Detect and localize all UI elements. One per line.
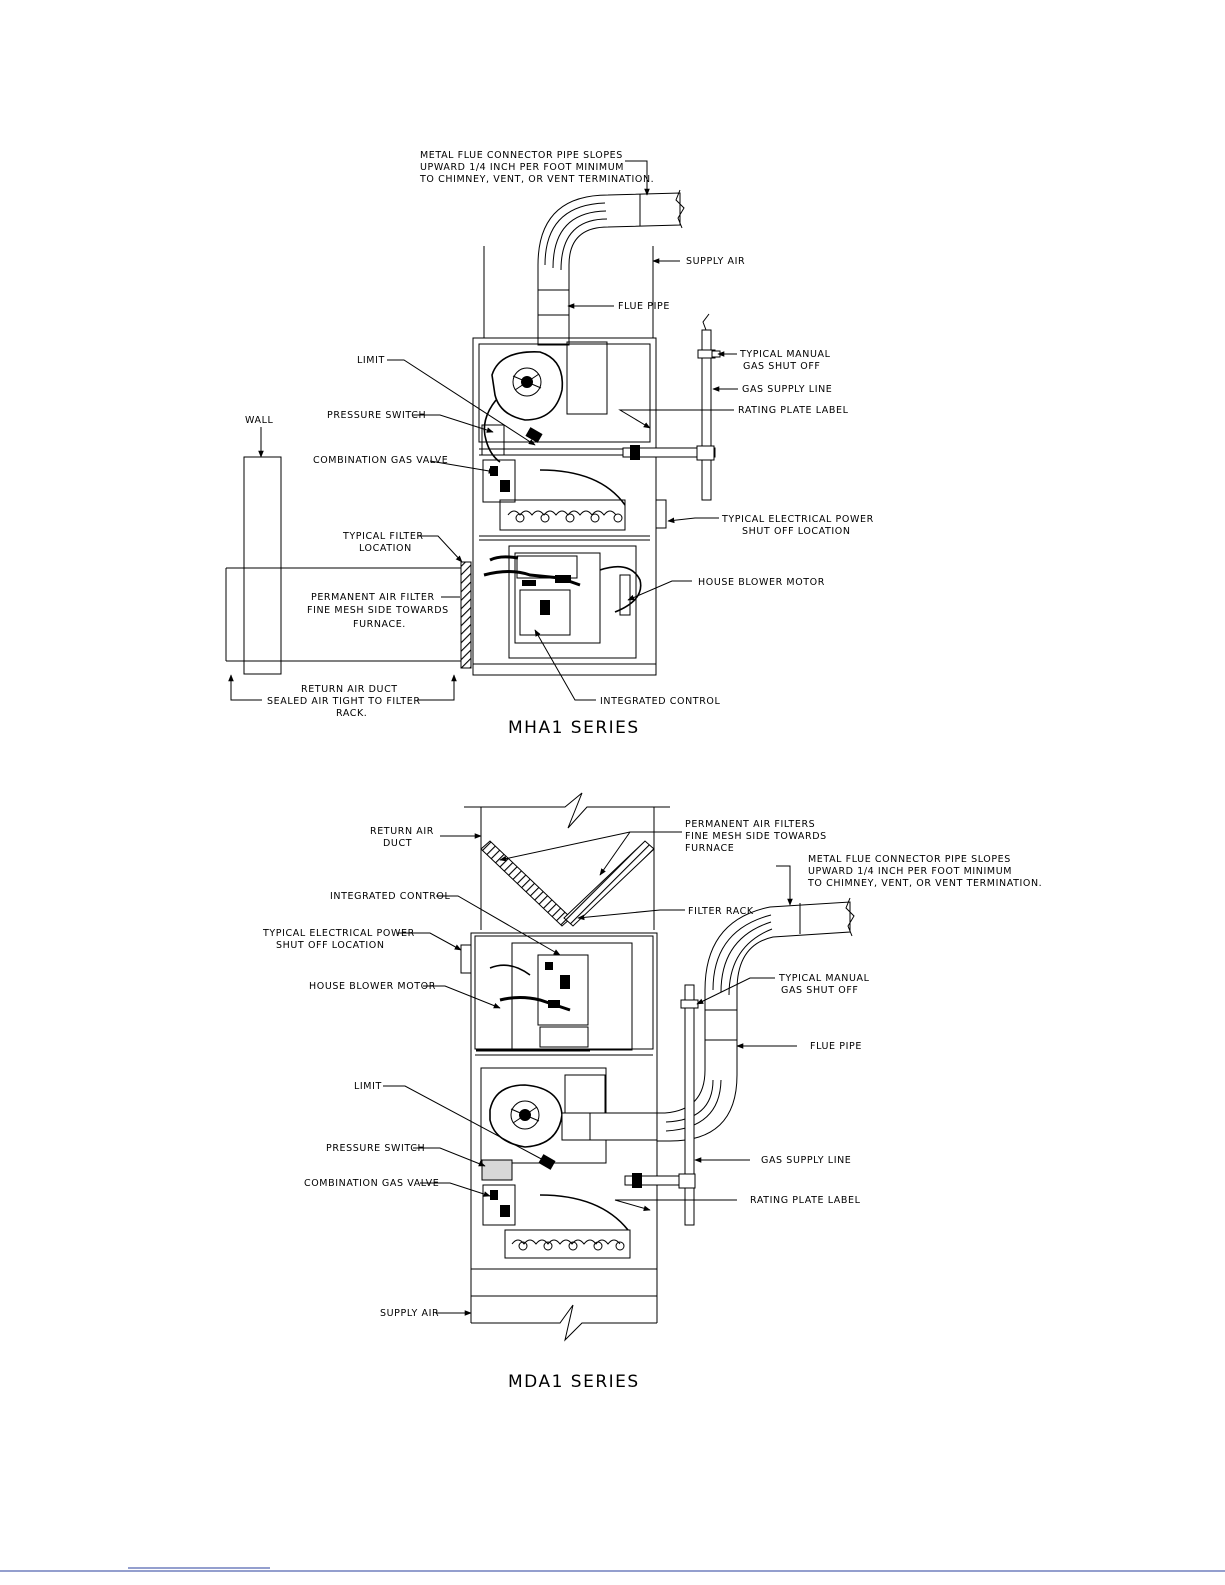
mda1-gas-supply-line [624, 984, 699, 1226]
mha1-rating-plate-label: RATING PLATE LABEL [738, 405, 849, 416]
mda1-leader-lines [383, 831, 797, 1316]
mda1-gas-supply-line-label: GAS SUPPLY LINE [761, 1155, 851, 1166]
mda1-perm-filters-line2: FINE MESH SIDE TOWARDS [685, 831, 827, 842]
mha1-return-air-duct [225, 567, 461, 662]
mda1-supply-air-label: SUPPLY AIR [380, 1308, 439, 1319]
mha1-elec-shutoff-line1: TYPICAL ELECTRICAL POWER [721, 514, 874, 525]
mha1-electrical-box [655, 499, 667, 529]
mha1-wall [243, 456, 282, 675]
mha1-perm-filter-line3: FURNACE. [353, 619, 406, 630]
mda1-pressure-switch-label: PRESSURE SWITCH [326, 1143, 425, 1154]
mha1-supply-air-label: SUPPLY AIR [686, 256, 745, 267]
mda1-elec-shutoff-line2: SHUT OFF LOCATION [276, 940, 385, 951]
mda1-perm-filters-line1: PERMANENT AIR FILTERS [685, 819, 815, 830]
mda1-v-filters [480, 840, 655, 927]
mha1-filter-location-line1: TYPICAL FILTER [342, 531, 424, 542]
mha1-gas-shutoff-line1: TYPICAL MANUAL [739, 349, 831, 360]
mha1-gas-shutoff-line2: GAS SHUT OFF [743, 361, 820, 372]
mha1-wall-label: WALL [245, 415, 273, 426]
mda1-flue-pipe-label: FLUE PIPE [810, 1041, 862, 1052]
mda1-gas-valve-label: COMBINATION GAS VALVE [304, 1178, 439, 1189]
mda1-blower-motor-label: HOUSE BLOWER MOTOR [309, 981, 436, 992]
mda1-return-air-line1: RETURN AIR [370, 826, 434, 837]
mda1-return-air-line2: DUCT [383, 838, 412, 849]
mha1-perm-filter-line2: FINE MESH SIDE TOWARDS [307, 605, 449, 616]
mda1-integrated-control-label: INTEGRATED CONTROL [330, 891, 450, 902]
mda1-labels: RETURN AIR DUCT PERMANENT AIR FILTERS FI… [262, 819, 1042, 1392]
mha1-blower-compartment [483, 545, 642, 659]
mha1-flue-slope-line1: METAL FLUE CONNECTOR PIPE SLOPES [420, 150, 623, 161]
mda1-perm-filters-line3: FURNACE [685, 843, 734, 854]
mha1-gas-supply-line-label: GAS SUPPLY LINE [742, 384, 832, 395]
mha1-return-duct-line3: RACK. [336, 708, 367, 719]
mha1-burner-assembly [482, 459, 626, 531]
mha1-leader-lines [228, 160, 738, 701]
mda1-flue-pipe [656, 897, 855, 1142]
mha1-labels: METAL FLUE CONNECTOR PIPE SLOPES UPWARD … [245, 150, 874, 738]
mha1-flue-slope-line3: TO CHIMNEY, VENT, OR VENT TERMINATION. [419, 174, 654, 185]
mda1-elec-shutoff-line1: TYPICAL ELECTRICAL POWER [262, 928, 415, 939]
mda1-flue-slope-line3: TO CHIMNEY, VENT, OR VENT TERMINATION. [807, 878, 1042, 889]
mda1-rating-plate-label: RATING PLATE LABEL [750, 1195, 861, 1206]
mda1-inducer-blower [480, 1067, 658, 1164]
mha1-blower-motor-label: HOUSE BLOWER MOTOR [698, 577, 825, 588]
mha1-series-title: MHA1 SERIES [508, 718, 640, 738]
mha1-filter-rack [460, 561, 472, 669]
mda1-diagram: RETURN AIR DUCT PERMANENT AIR FILTERS FI… [262, 792, 1042, 1392]
mha1-gas-supply-line [622, 313, 721, 501]
mha1-return-duct-line2: SEALED AIR TIGHT TO FILTER [267, 696, 421, 707]
mda1-limit-label: LIMIT [354, 1081, 382, 1092]
mda1-flue-slope-line1: METAL FLUE CONNECTOR PIPE SLOPES [808, 854, 1011, 865]
mda1-supply-air-duct [470, 1296, 658, 1342]
mda1-burner-assembly [481, 1154, 631, 1259]
mha1-inducer-blower [483, 341, 608, 463]
mha1-elec-shutoff-line2: SHUT OFF LOCATION [742, 526, 851, 537]
mha1-pressure-switch-label: PRESSURE SWITCH [327, 410, 426, 421]
mha1-upper-compartment [478, 343, 651, 443]
mha1-limit-label: LIMIT [357, 355, 385, 366]
mda1-gas-shutoff-line2: GAS SHUT OFF [781, 985, 858, 996]
mda1-flue-slope-line2: UPWARD 1/4 INCH PER FOOT MINIMUM [808, 866, 1012, 877]
mha1-filter-location-line2: LOCATION [359, 543, 412, 554]
mha1-diagram: METAL FLUE CONNECTOR PIPE SLOPES UPWARD … [225, 150, 874, 738]
mha1-flue-slope-line2: UPWARD 1/4 INCH PER FOOT MINIMUM [420, 162, 624, 173]
mha1-integrated-control-label: INTEGRATED CONTROL [600, 696, 720, 707]
mda1-integrated-control-board [489, 942, 633, 1051]
mha1-flue-pipe [537, 189, 685, 346]
mha1-return-duct-line1: RETURN AIR DUCT [301, 684, 398, 695]
mda1-series-title: MDA1 SERIES [508, 1372, 640, 1392]
mha1-flue-pipe-label: FLUE PIPE [618, 301, 670, 312]
mha1-gas-valve-label: COMBINATION GAS VALVE [313, 455, 448, 466]
mha1-perm-filter-line1: PERMANENT AIR FILTER [311, 592, 435, 603]
mda1-gas-shutoff-line1: TYPICAL MANUAL [778, 973, 870, 984]
mda1-filter-rack-label: FILTER RACK [688, 906, 754, 917]
mda1-electrical-box [460, 944, 472, 974]
mha1-limit-and-switch [479, 424, 650, 456]
